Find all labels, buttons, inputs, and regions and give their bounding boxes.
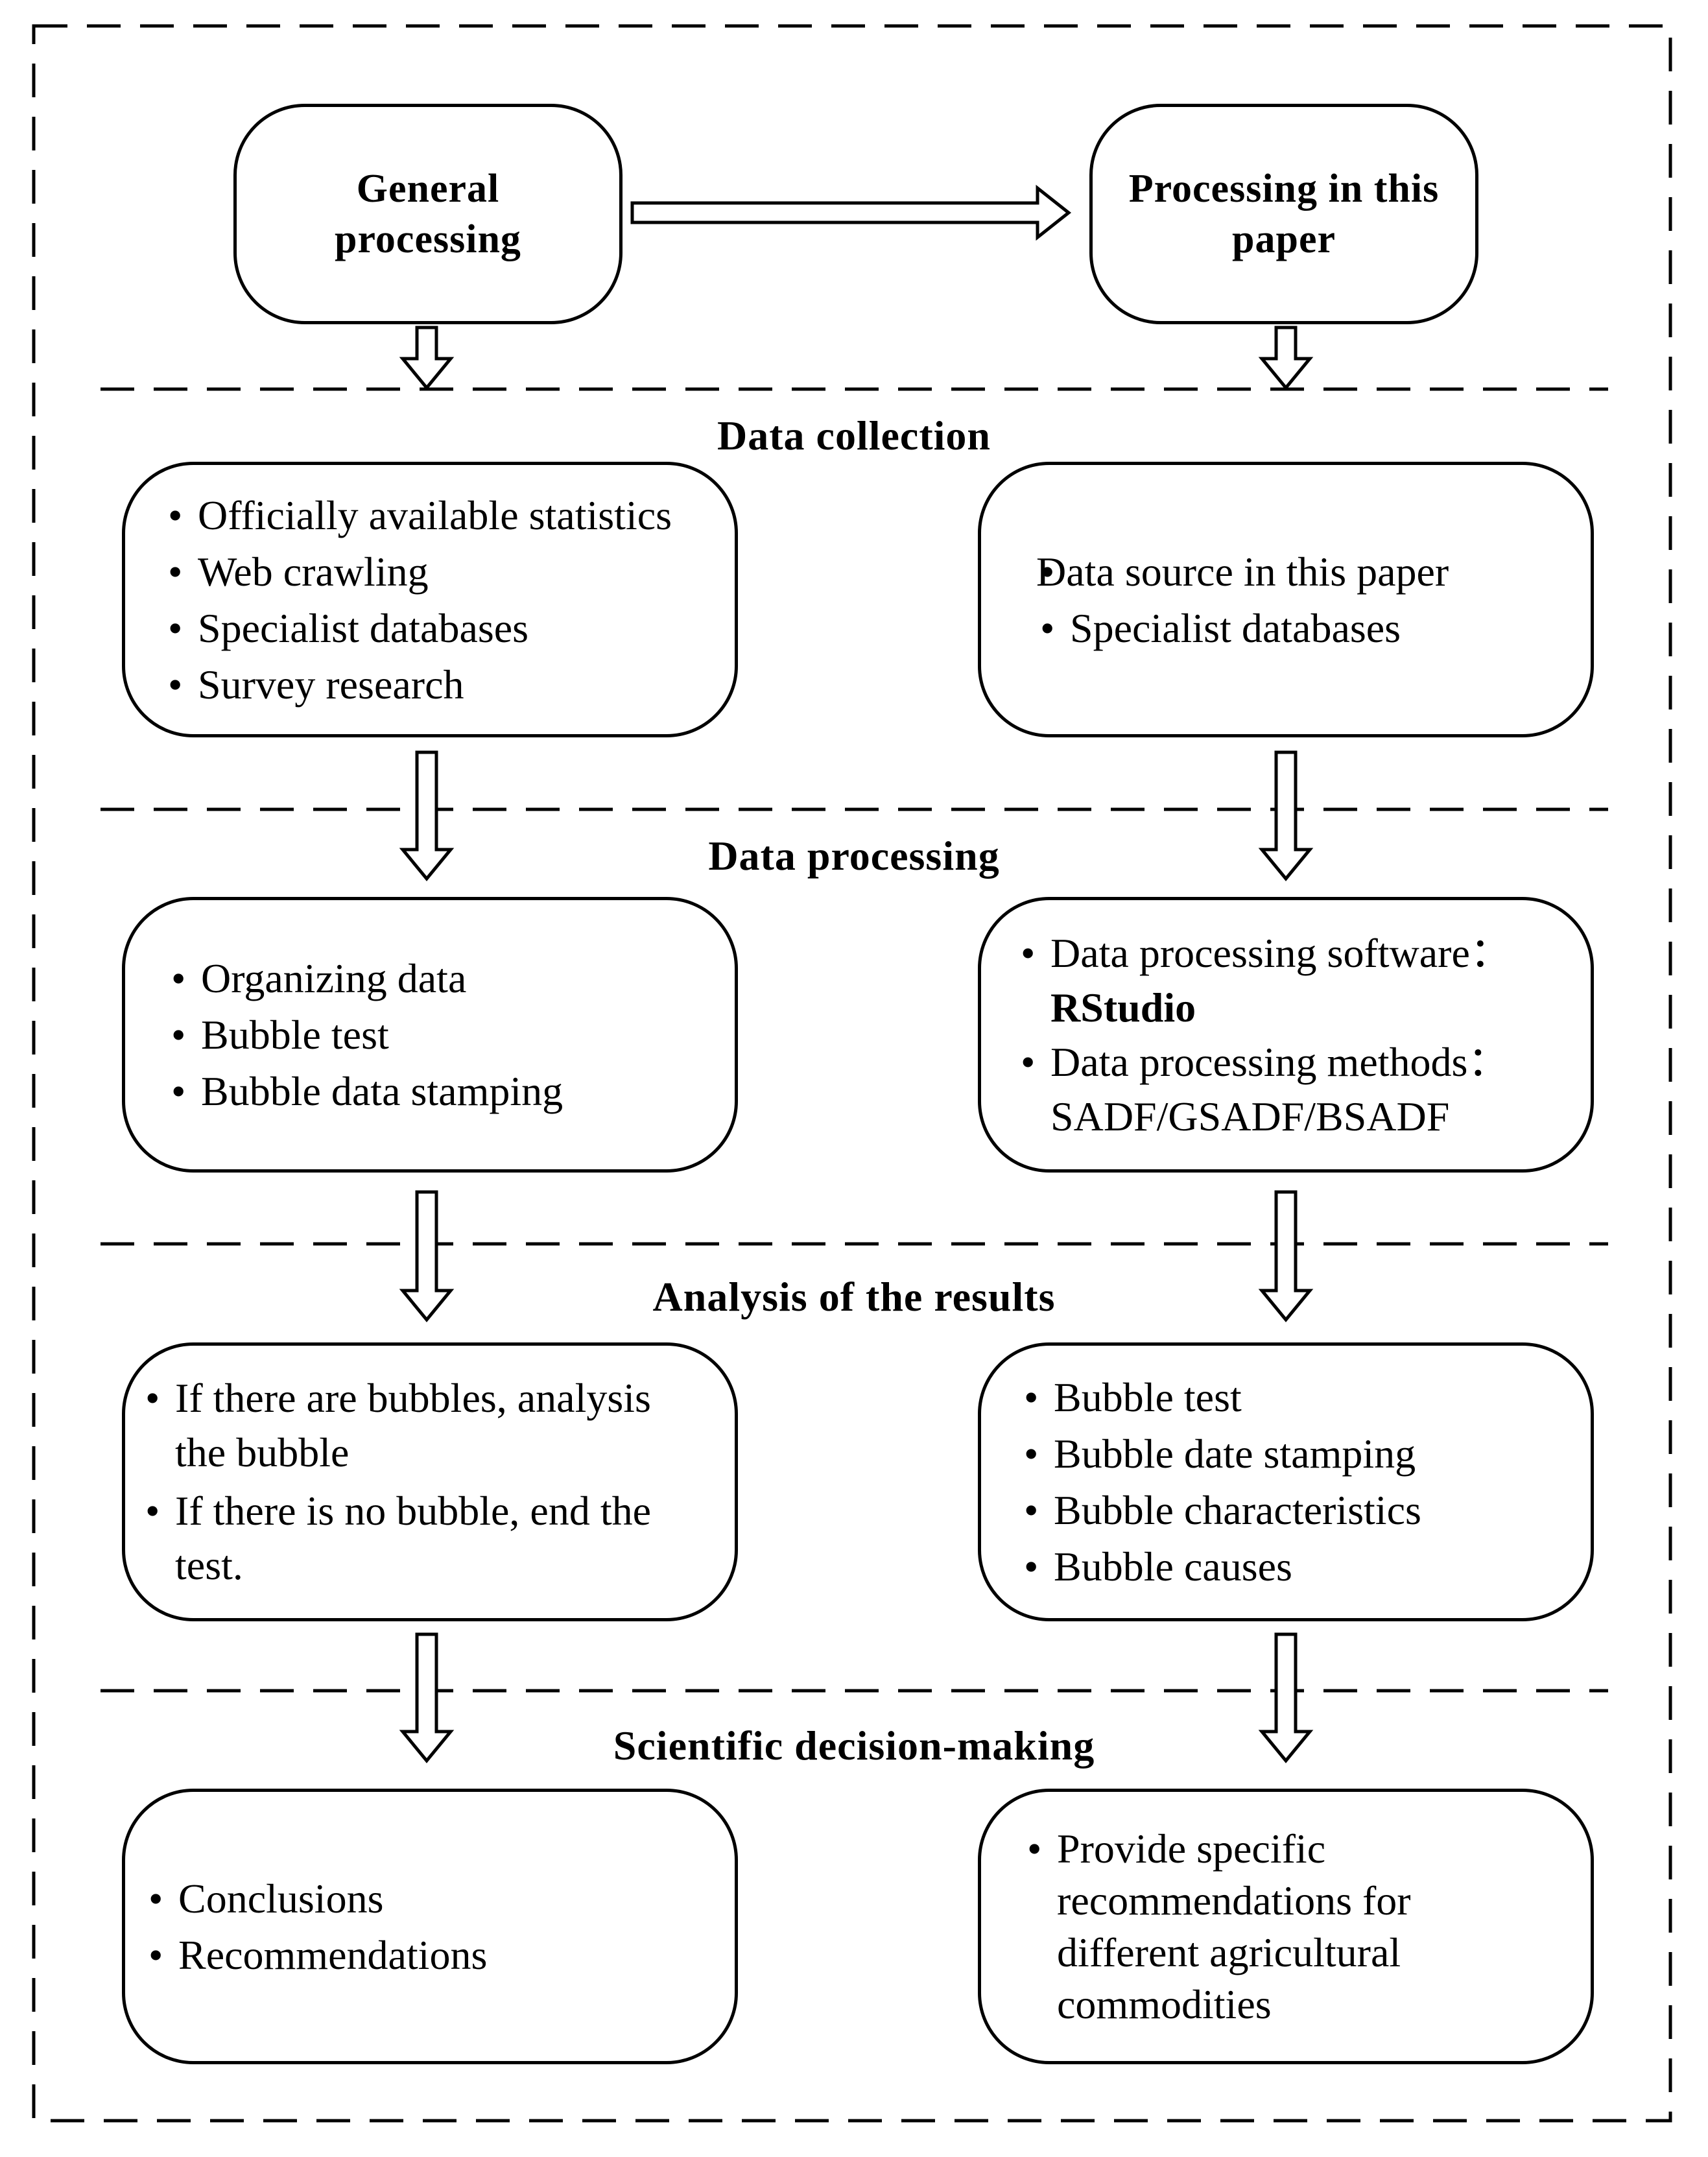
analysis-general-item-line: If there are bubbles, analysis <box>175 1375 651 1421</box>
decision-general-item: Conclusions <box>145 1870 709 1927</box>
analysis-general-item: If there are bubbles, analysis the bubbl… <box>141 1371 709 1480</box>
collection-paper-item: Specialist databases <box>1036 600 1565 656</box>
general-processing-title: General processing <box>335 167 521 261</box>
decision-paper-item-line: Provide specific <box>1057 1825 1326 1872</box>
down-arrow-general-top <box>399 326 455 390</box>
analysis-general-box: If there are bubbles, analysis the bubbl… <box>122 1342 738 1621</box>
analysis-paper-item: Bubble date stamping <box>1020 1425 1565 1482</box>
processing-general-item: Bubble data stamping <box>167 1063 709 1119</box>
collection-general-box: Officially available statistics Web craw… <box>122 462 738 737</box>
down-arrow-general-processing <box>399 1190 455 1322</box>
processing-general-item: Organizing data <box>167 950 709 1007</box>
down-arrow-paper-top <box>1258 326 1314 390</box>
collection-general-item: Web crawling <box>164 543 709 600</box>
analysis-paper-box: Bubble test Bubble date stamping Bubble … <box>978 1342 1594 1621</box>
decision-general-item: Recommendations <box>145 1927 709 1983</box>
processing-general-box: Organizing data Bubble test Bubble data … <box>122 897 738 1173</box>
general-processing-box: General processing <box>233 104 623 324</box>
decision-paper-item: Provide specific recommendations for dif… <box>1023 1823 1565 2031</box>
decision-paper-item-line: different agricultural <box>1057 1929 1401 1975</box>
processing-software-label: Data processing software： <box>1050 929 1512 976</box>
processing-general-item: Bubble test <box>167 1007 709 1063</box>
paper-processing-box: Processing in this paper <box>1089 104 1478 324</box>
section-label-processing: Data processing <box>708 833 1000 879</box>
processing-software-item: Data processing software： RStudio <box>1017 926 1565 1035</box>
collection-general-item: Specialist databases <box>164 600 709 656</box>
decision-paper-item-line: recommendations for <box>1057 1877 1411 1924</box>
down-arrow-general-analysis <box>399 1632 455 1763</box>
collection-general-item: Officially available statistics <box>164 487 709 543</box>
down-arrow-paper-processing <box>1258 1190 1314 1322</box>
analysis-paper-item: Bubble causes <box>1020 1538 1565 1595</box>
paper-processing-title: Processing in this paper <box>1128 167 1440 261</box>
processing-software-value: RStudio <box>1050 984 1196 1031</box>
analysis-paper-item: Bubble test <box>1020 1369 1565 1425</box>
processing-methods-value: SADF/GSADF/BSADF <box>1050 1093 1450 1139</box>
analysis-general-item: If there is no bubble, end the test. <box>141 1484 709 1593</box>
decision-paper-box: Provide specific recommendations for dif… <box>978 1789 1594 2064</box>
analysis-general-item-line: If there is no bubble, end the <box>175 1488 651 1534</box>
decision-paper-item-line: commodities <box>1057 1981 1272 2027</box>
processing-paper-box: Data processing software： RStudio Data p… <box>978 897 1594 1173</box>
outer-frame <box>32 24 1672 2123</box>
down-arrow-paper-analysis <box>1258 1632 1314 1763</box>
collection-paper-box: Data source in this paper Specialist dat… <box>978 462 1594 737</box>
decision-general-box: Conclusions Recommendations <box>122 1789 738 2064</box>
collection-general-item: Survey research <box>164 656 709 713</box>
right-arrow <box>630 184 1072 241</box>
section-label-analysis: Analysis of the results <box>652 1274 1056 1320</box>
processing-methods-label: Data processing methods： <box>1050 1038 1510 1085</box>
processing-methods-item: Data processing methods： SADF/GSADF/BSAD… <box>1017 1035 1565 1144</box>
analysis-general-item-line: the bubble <box>175 1429 350 1475</box>
section-label-decision: Scientific decision-making <box>613 1722 1095 1769</box>
analysis-paper-item: Bubble characteristics <box>1020 1482 1565 1538</box>
down-arrow-general-collection <box>399 750 455 881</box>
analysis-general-item-line: test. <box>175 1542 243 1588</box>
section-label-collection: Data collection <box>717 412 991 459</box>
down-arrow-paper-collection <box>1258 750 1314 881</box>
collection-paper-heading: Data source in this paper <box>1036 543 1565 600</box>
